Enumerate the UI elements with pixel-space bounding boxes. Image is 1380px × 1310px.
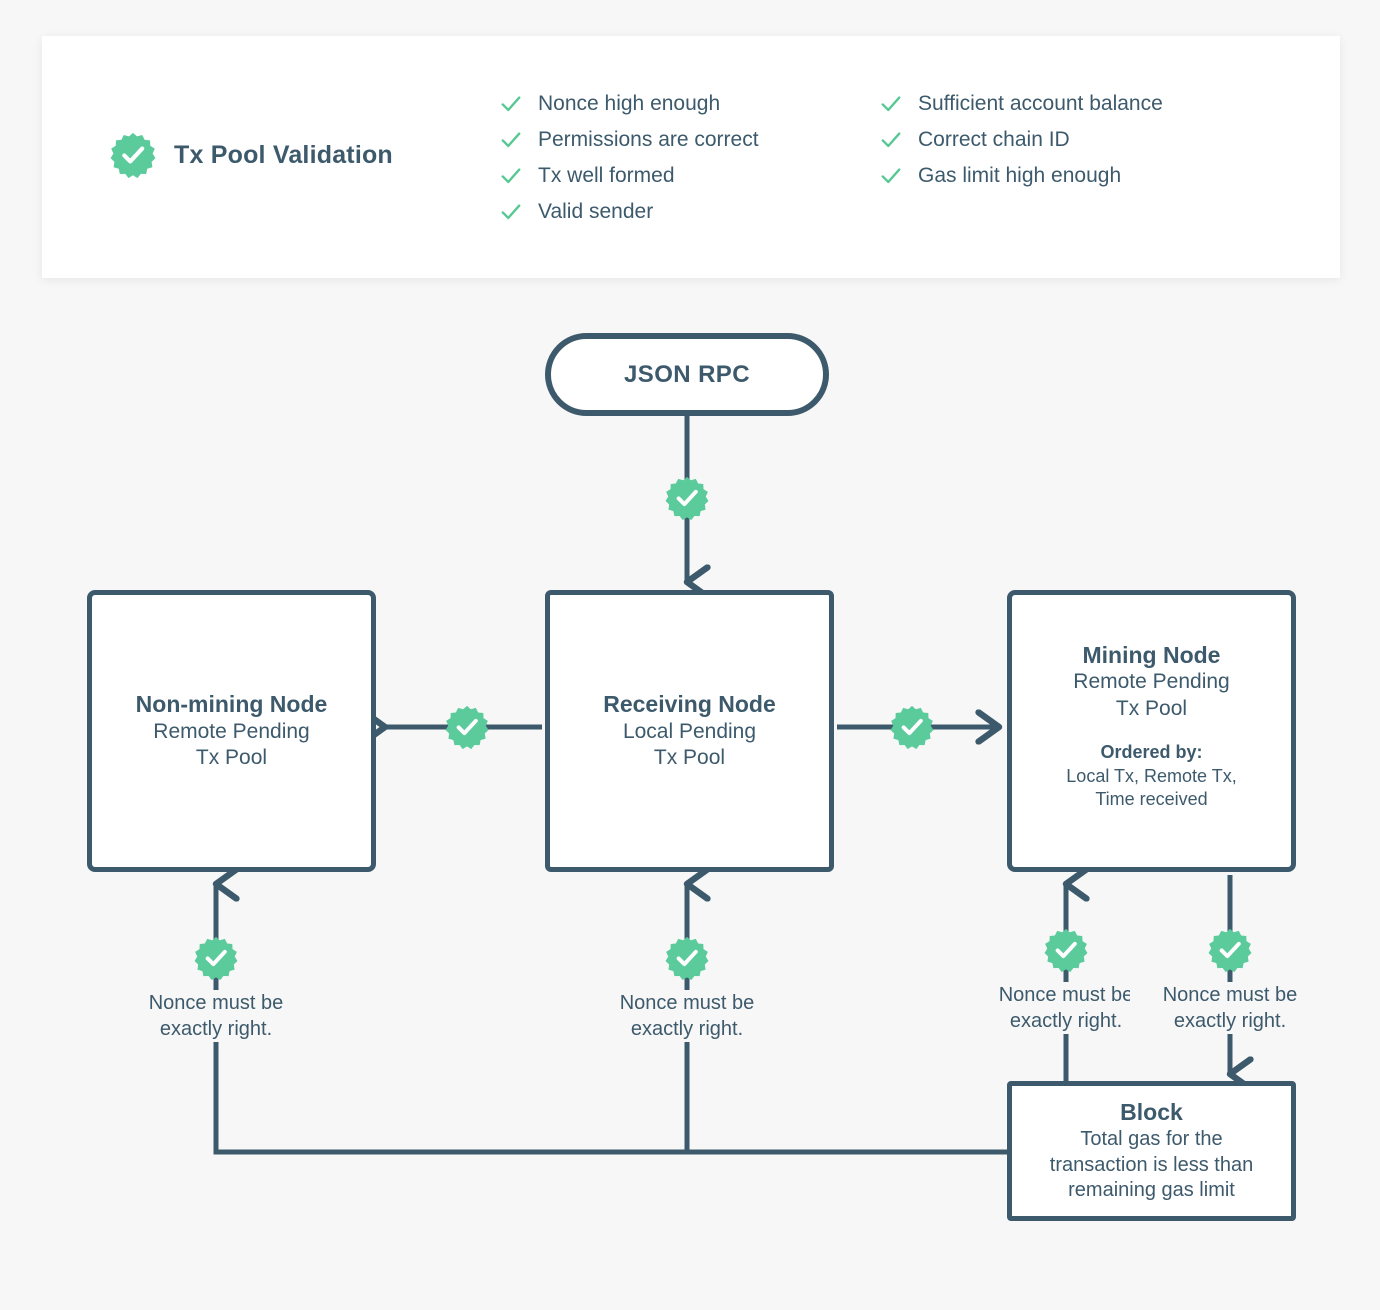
node-desc-line2: transaction is less than [1049,1153,1254,1176]
check-icon [501,204,521,220]
caption-nonce-non-mining: Nonce must be exactly right. [116,990,316,1042]
validation-item-label: Valid sender [538,200,654,223]
check-seal-icon [445,705,489,749]
validation-header: Tx Pool Validation [110,132,393,178]
validation-title: Tx Pool Validation [174,140,393,169]
validation-item: Nonce high enough [500,86,759,122]
check-seal-icon [1044,928,1088,972]
node-subtitle-line2: Tx Pool [195,746,268,770]
check-seal-icon [110,132,156,178]
check-seal-icon [665,476,709,520]
caption-nonce-receiving: Nonce must be exactly right. [587,990,787,1042]
check-icon [501,96,521,112]
node-title: Mining Node [1082,641,1221,668]
node-ordered-by-label: Ordered by: [1100,742,1203,763]
node-non-mining[interactable]: Non-mining Node Remote Pending Tx Pool [87,590,376,872]
node-mining-content: Mining Node Remote Pending Tx Pool Order… [1066,641,1236,812]
node-title: Non-mining Node [135,690,328,717]
node-ordered-by-line2: Time received [1095,788,1208,809]
node-subtitle-line1: Local Pending [622,719,757,743]
validation-item-label: Sufficient account balance [918,92,1163,115]
check-seal-icon [194,936,238,980]
validation-item-label: Permissions are correct [538,128,759,151]
validation-column-1: Nonce high enough Permissions are correc… [500,86,759,230]
caption-nonce-mining-out: Nonce must be exactly right. [1130,982,1330,1034]
validation-item-label: Nonce high enough [538,92,721,115]
caption-line2: exactly right. [630,1018,744,1040]
node-title: Receiving Node [603,690,776,717]
validation-item-label: Correct chain ID [918,128,1070,151]
node-subtitle-line1: Remote Pending [153,719,310,743]
caption-line1: Nonce must be [148,992,284,1014]
node-ordered-by-line1: Local Tx, Remote Tx, [1066,765,1237,786]
check-seal-icon [665,936,709,980]
node-subtitle-line2: Tx Pool [1115,697,1188,721]
validation-item: Gas limit high enough [880,158,1163,194]
caption-line2: exactly right. [1173,1010,1287,1032]
node-desc-line1: Total gas for the [1080,1127,1223,1150]
caption-line1: Nonce must be [619,992,755,1014]
node-receiving[interactable]: Receiving Node Local Pending Tx Pool [545,590,834,872]
check-icon [881,96,901,112]
caption-line1: Nonce must be [1162,984,1298,1006]
validation-item: Sufficient account balance [880,86,1163,122]
node-mining[interactable]: Mining Node Remote Pending Tx Pool Order… [1007,590,1296,872]
validation-item-label: Tx well formed [538,164,675,187]
tx-pool-validation-card: Tx Pool Validation Nonce high enough Per… [42,36,1340,278]
check-seal-icon [890,705,934,749]
node-json-rpc[interactable]: JSON RPC [545,333,829,416]
node-desc-line3: remaining gas limit [1068,1179,1235,1202]
validation-item: Valid sender [500,194,759,230]
check-icon [881,168,901,184]
validation-column-2: Sufficient account balance Correct chain… [880,86,1163,194]
validation-item: Tx well formed [500,158,759,194]
node-title: JSON RPC [624,360,750,388]
caption-line2: exactly right. [159,1018,273,1040]
check-icon [881,132,901,148]
validation-item-label: Gas limit high enough [918,164,1122,187]
caption-line2: exactly right. [1009,1010,1123,1032]
check-icon [501,132,521,148]
validation-item: Correct chain ID [880,122,1163,158]
node-subtitle-line2: Tx Pool [653,746,726,770]
caption-line1: Nonce must be [998,984,1134,1006]
node-title: Block [1120,1099,1183,1126]
check-seal-icon [1208,928,1252,972]
check-icon [501,168,521,184]
validation-item: Permissions are correct [500,122,759,158]
node-block[interactable]: Block Total gas for the transaction is l… [1007,1081,1296,1221]
node-subtitle-line1: Remote Pending [1073,670,1230,694]
